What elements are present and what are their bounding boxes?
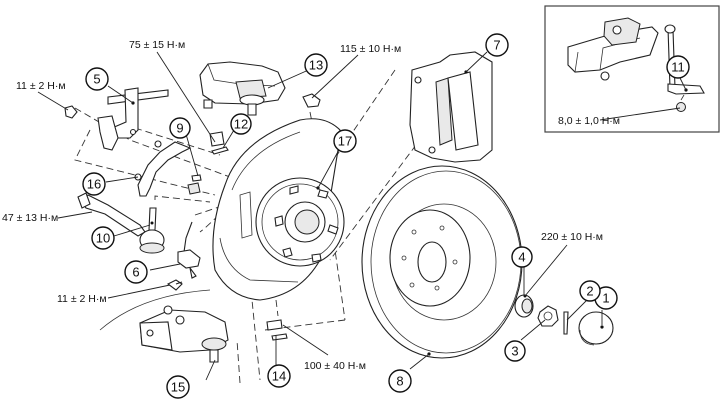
callout-17: 17 [333, 129, 357, 153]
bracket-nut [64, 105, 78, 119]
torque-label-75: 75 ± 15 Н·м [129, 39, 185, 51]
callout-12: 12 [230, 113, 252, 135]
callout-15: 15 [166, 375, 190, 399]
leader-lines [37, 51, 687, 381]
cotter-pin [563, 311, 569, 335]
sensor-bracket [97, 87, 169, 151]
shield-clip [134, 140, 192, 197]
svg-text:17: 17 [338, 134, 352, 149]
callout-5: 5 [85, 67, 109, 91]
torque-label-8: 8,0 ± 1,0 Н·м [558, 115, 620, 127]
callout-14: 14 [267, 364, 291, 388]
torque-label-220: 220 ± 10 Н·м [541, 231, 603, 243]
callout-13: 13 [304, 53, 328, 77]
svg-text:15: 15 [171, 380, 185, 395]
callout-3: 3 [504, 340, 526, 362]
svg-text:12: 12 [234, 117, 248, 132]
callout-10: 10 [91, 226, 115, 250]
svg-text:4: 4 [518, 250, 525, 265]
hub-washer [514, 294, 534, 318]
svg-text:3: 3 [511, 344, 518, 359]
castle-nut [537, 305, 559, 327]
brake-rotor [361, 165, 523, 359]
callout-16: 16 [82, 172, 106, 196]
svg-text:16: 16 [87, 177, 101, 192]
torque-label-11-sensor: 11 ± 2 Н·м [57, 293, 107, 305]
svg-text:14: 14 [272, 369, 286, 384]
callout-7: 7 [485, 33, 509, 57]
abs-sensor-bolt [166, 279, 183, 291]
svg-text:13: 13 [309, 58, 323, 73]
torque-label-100: 100 ± 40 Н·м [304, 360, 366, 372]
callout-6: 6 [124, 260, 148, 284]
svg-text:7: 7 [493, 38, 500, 53]
tie-rod-end [77, 192, 165, 254]
svg-text:5: 5 [93, 72, 100, 87]
svg-text:9: 9 [176, 121, 183, 136]
abs-sensor [177, 221, 201, 279]
svg-text:11: 11 [671, 60, 685, 75]
svg-text:8: 8 [396, 374, 403, 389]
svg-text:1: 1 [602, 291, 609, 306]
brake-caliper [409, 51, 493, 163]
dust-cap [578, 311, 614, 346]
wheel-hub [255, 177, 345, 267]
callout-11: 11 [666, 55, 690, 79]
svg-text:2: 2 [586, 284, 593, 299]
torque-label-11-bracket: 11 ± 2 Н·м [16, 80, 66, 92]
lower-control-arm [99, 289, 229, 363]
caliper-bolt [302, 93, 321, 108]
upper-ball-joint [199, 61, 286, 116]
svg-text:10: 10 [96, 231, 110, 246]
torque-label-47: 47 ± 13 Н·м [2, 212, 58, 224]
callout-8: 8 [388, 369, 412, 393]
svg-text:6: 6 [132, 265, 139, 280]
torque-label-115: 115 ± 10 Н·м [340, 43, 401, 55]
callout-9: 9 [169, 117, 191, 139]
callout-2: 2 [579, 280, 601, 302]
lower-clip [266, 319, 288, 341]
callout-4: 4 [511, 246, 533, 268]
clip-parts [187, 131, 229, 195]
inset-height-sensor [544, 5, 720, 133]
